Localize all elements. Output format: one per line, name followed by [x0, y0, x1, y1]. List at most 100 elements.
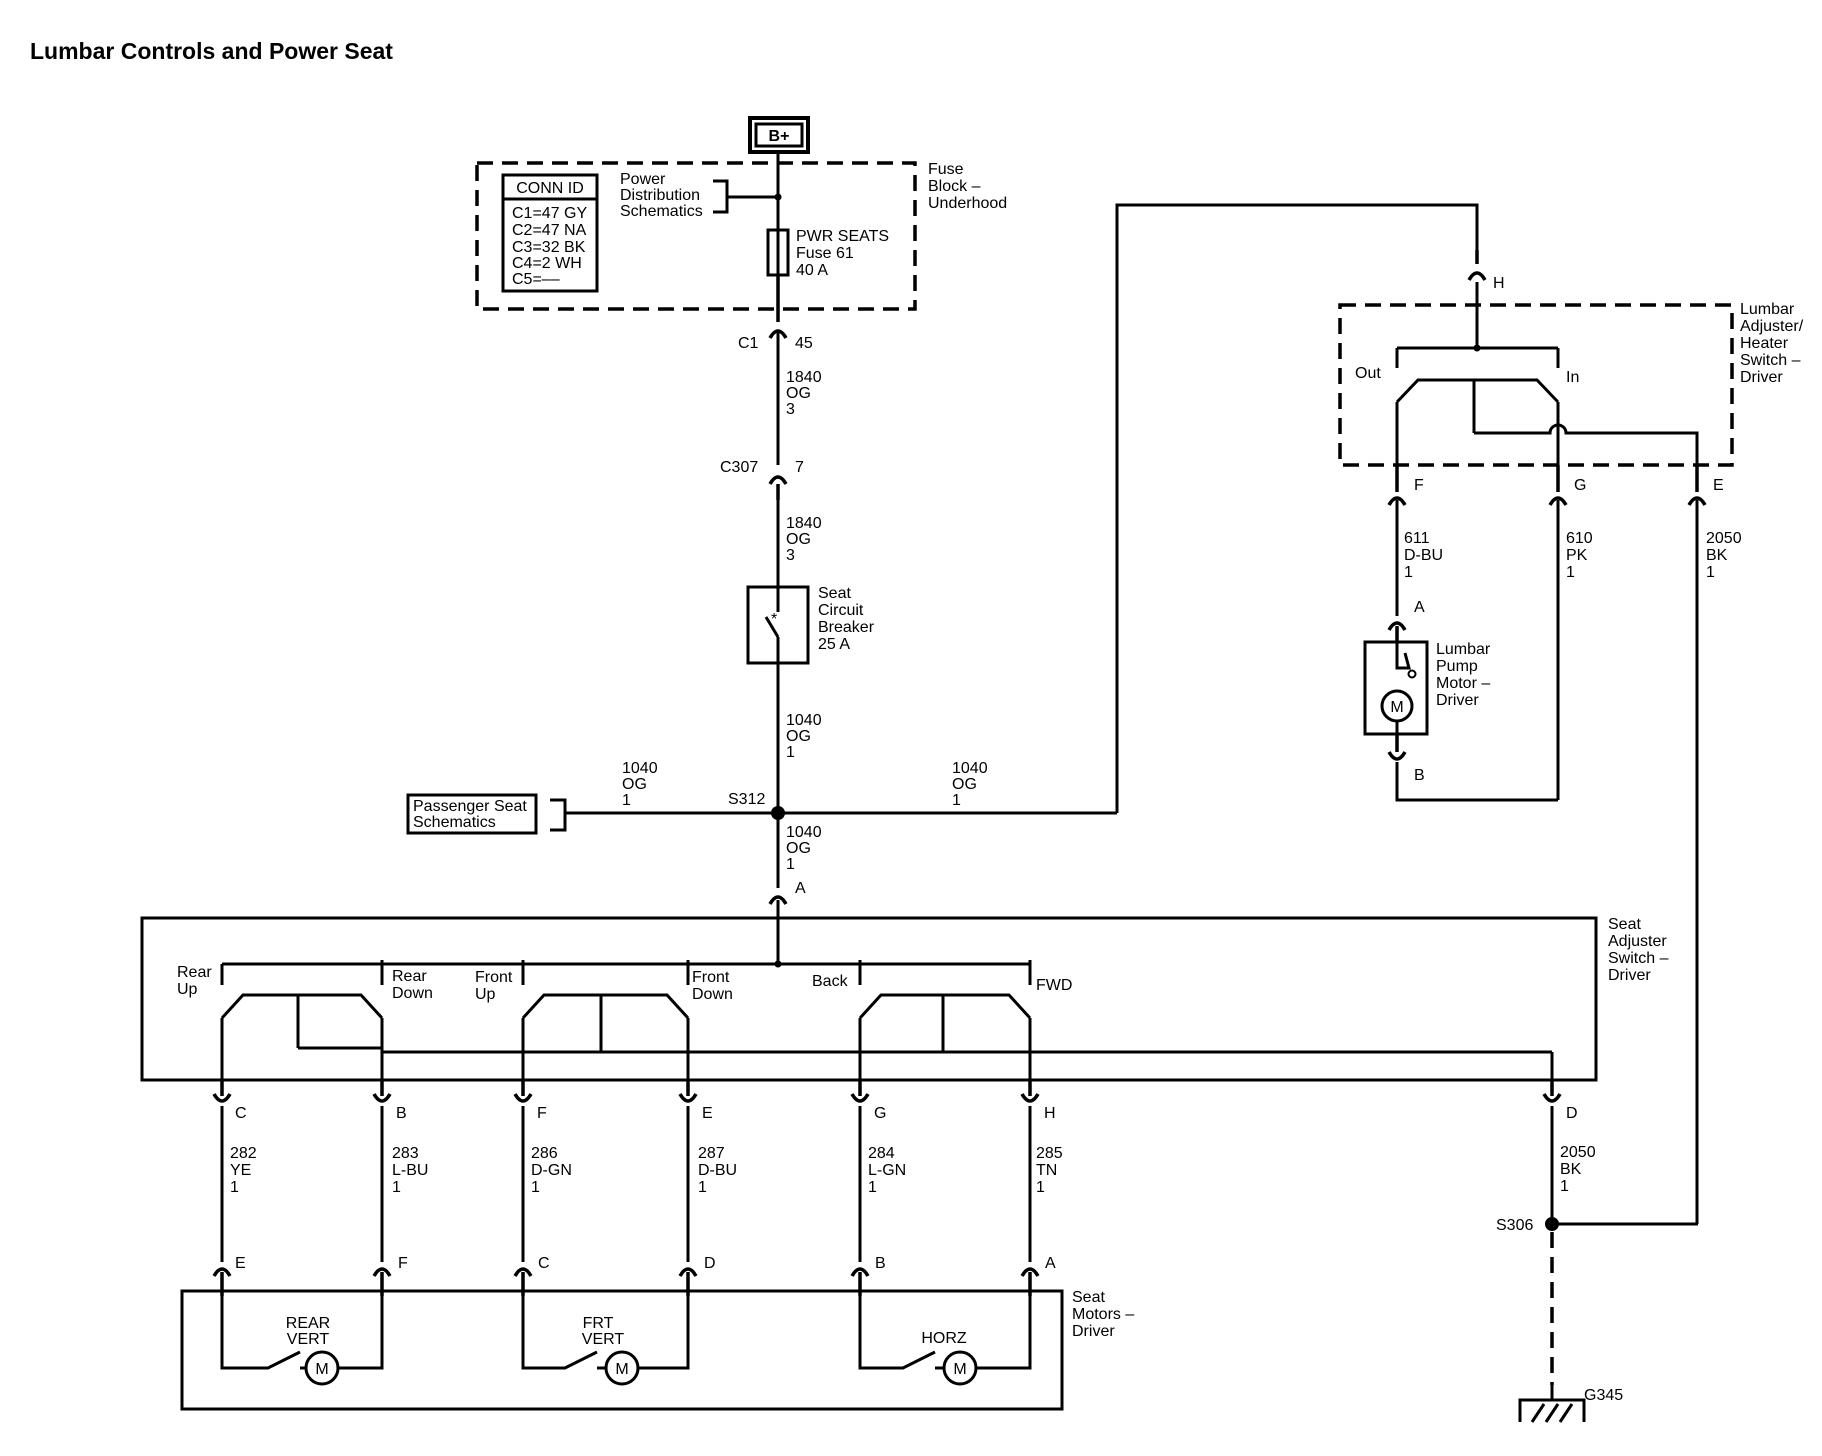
wire-1040-l-1: 1040 [622, 760, 658, 777]
motor-rear-vert-label-1: REAR [286, 1315, 330, 1332]
lumbar-pump-motor: M [1363, 640, 1429, 736]
wire-1040-r-3: 1 [952, 792, 961, 809]
contact-rear-up-1: Rear [177, 964, 212, 981]
motor-wires [220, 1106, 1032, 1262]
fuse-block-name-3: Underhood [928, 195, 1007, 212]
wire-285-1: 285 [1036, 1145, 1063, 1162]
motor-horz-m: M [953, 1361, 966, 1378]
battery-label: B+ [769, 128, 790, 145]
seat-motors-name-2: Motors – [1072, 1306, 1134, 1323]
wire-1040-r-2: OG [952, 776, 977, 793]
splice-s312-label: S312 [728, 791, 765, 808]
wire-2050-e-1: 2050 [1706, 530, 1742, 547]
lumbar-pin-g: G [1574, 477, 1586, 494]
wire-283-3: 1 [392, 1179, 401, 1196]
fuse-block-name-1: Fuse [928, 161, 964, 178]
page-title: Lumbar Controls and Power Seat [30, 38, 393, 64]
motor-horz: M HORZ [858, 1296, 1032, 1386]
wire-1840-b-1: 1840 [786, 515, 822, 532]
motor-rear-vert: M REAR VERT [220, 1296, 384, 1386]
lumbar-pin-f: F [1414, 477, 1424, 494]
ground-symbol [1518, 1385, 1586, 1423]
wire-1840-b-3: 3 [786, 547, 795, 564]
wire-283-1: 283 [392, 1145, 419, 1162]
splice-s306-label: S306 [1496, 1217, 1533, 1234]
lumbar-motor-pin-a-label: A [1414, 599, 1425, 616]
breaker-label-4: 25 A [818, 636, 850, 653]
motor-rear-vert-m: M [315, 1361, 328, 1378]
motor-frt-vert-label-1: FRT [583, 1315, 614, 1332]
lumbar-motor-name-2: Pump [1436, 658, 1478, 675]
seat-motors-name-1: Seat [1072, 1289, 1105, 1306]
wire-287-1: 287 [698, 1145, 725, 1162]
wire-1840-a-1: 1840 [786, 369, 822, 386]
lumbar-switch-name-5: Driver [1740, 369, 1783, 386]
contact-front-down-1: Front [692, 969, 730, 986]
fuse-label-2: Fuse 61 [796, 245, 854, 262]
wire-282-3: 1 [230, 1179, 239, 1196]
breaker-label-3: Breaker [818, 619, 875, 636]
wire-285-2: TN [1036, 1162, 1057, 1179]
wire-286-2: D-GN [531, 1162, 572, 1179]
lumbar-in-label: In [1566, 369, 1579, 386]
wire-287-3: 1 [698, 1179, 707, 1196]
lumbar-switch: Lumbar Adjuster/ Heater Switch – Driver … [1338, 282, 1804, 467]
breaker-label-1: Seat [818, 585, 851, 602]
wire-1840-b-2: OG [786, 531, 811, 548]
connector-c307: C307 [720, 459, 758, 476]
seat-switch-pin-e: E [702, 1105, 713, 1122]
conn-id-c1: C1=47 GY [512, 205, 587, 222]
seat-motors: Seat Motors – Driver M REAR VERT M FRT V… [180, 1289, 1134, 1411]
wire-287-2: D-BU [698, 1162, 737, 1179]
motor-frt-vert-label-2: VERT [582, 1331, 625, 1348]
wire-2050-d-2: BK [1560, 1161, 1582, 1178]
motor-pin-d: D [704, 1255, 716, 1272]
conn-id-c5: C5=–– [512, 271, 560, 288]
power-dist-2: Distribution [620, 187, 700, 204]
lumbar-switch-name-3: Heater [1740, 335, 1789, 352]
seat-switch-pin-d: D [1566, 1105, 1578, 1122]
lumbar-switch-name-1: Lumbar [1740, 301, 1795, 318]
seat-switch-pin-h: H [1044, 1105, 1056, 1122]
conn-id-c4: C4=2 WH [512, 255, 582, 272]
seat-switch-pin-a-label: A [795, 880, 806, 897]
motor-pin-f: F [398, 1255, 408, 1272]
seat-switch-pin-f: F [537, 1105, 547, 1122]
lumbar-motor-name-1: Lumbar [1436, 641, 1491, 658]
wire-283-2: L-BU [392, 1162, 428, 1179]
fuse-label-3: 40 A [796, 262, 828, 279]
lumbar-out-label: Out [1355, 365, 1381, 382]
wire-1040-r-1: 1040 [952, 760, 988, 777]
contact-rear-up-2: Up [177, 981, 198, 998]
passenger-label-2: Schematics [413, 814, 496, 831]
contact-front-up-2: Up [475, 986, 496, 1003]
power-dist-1: Power [620, 171, 666, 188]
lumbar-switch-name-4: Switch – [1740, 352, 1801, 369]
ground-label: G345 [1584, 1387, 1623, 1404]
lumbar-switch-name-2: Adjuster/ [1740, 318, 1804, 335]
motor-pin-e: E [235, 1255, 246, 1272]
fuse-block-name-2: Block – [928, 178, 981, 195]
motor-rear-vert-label-2: VERT [287, 1331, 330, 1348]
wire-2050-d-1: 2050 [1560, 1144, 1596, 1161]
battery-terminal: B+ [748, 116, 810, 154]
contact-rear-down-2: Down [392, 985, 433, 1002]
connector-c307-symbol [768, 475, 788, 485]
motor-frt-vert-m: M [615, 1361, 628, 1378]
connector-c1: C1 [738, 335, 759, 352]
seat-switch-pins [212, 1080, 1562, 1103]
seat-motors-name-3: Driver [1072, 1323, 1115, 1340]
wire-2050-e-2: BK [1706, 547, 1728, 564]
seat-switch-name-4: Driver [1608, 967, 1651, 984]
contact-fwd: FWD [1036, 977, 1072, 994]
wire-611-1: 611 [1404, 530, 1430, 547]
lumbar-motor-pin-b [1387, 751, 1407, 761]
power-dist-3: Schematics [620, 203, 703, 220]
breaker-asterisk: * [771, 611, 777, 628]
wire-284-1: 284 [868, 1145, 895, 1162]
seat-switch-pin-c: C [235, 1105, 247, 1122]
lumbar-switch-pin-h [1467, 271, 1487, 281]
wire-611-2: D-BU [1404, 547, 1443, 564]
fuse-61 [766, 228, 790, 277]
lumbar-motor-pin-a [1387, 621, 1407, 631]
